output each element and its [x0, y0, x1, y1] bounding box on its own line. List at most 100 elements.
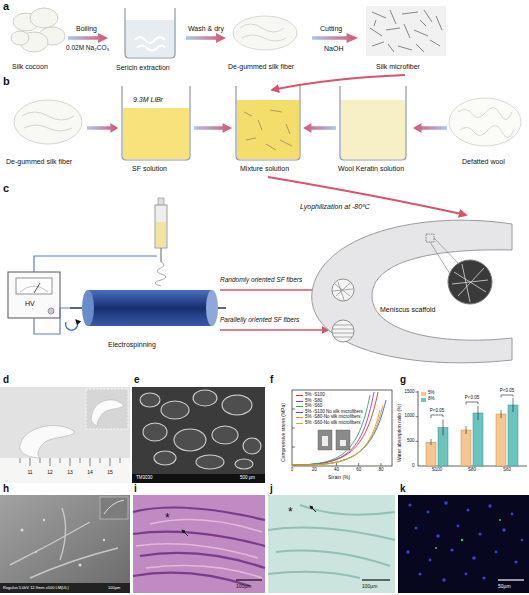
text-label: Wool Keratin solution — [338, 165, 404, 172]
legend-line — [296, 423, 303, 424]
silk-cocoon — [11, 8, 65, 52]
text-label: 50µm — [498, 584, 511, 589]
panel-letter: i — [134, 484, 137, 494]
photo — [0, 387, 130, 483]
panel-letter: g — [400, 375, 406, 385]
text-label: 500 — [407, 439, 415, 444]
text-label: Strain (%) — [328, 475, 350, 480]
legend-line — [296, 417, 303, 418]
panel-letter: h — [3, 484, 9, 494]
text-label: 1000 — [404, 414, 414, 419]
text-label: Boiling — [76, 25, 97, 32]
legend-line — [296, 406, 303, 407]
text-label: HV — [25, 300, 35, 307]
text-label: 20 — [312, 468, 317, 473]
beaker — [122, 86, 406, 160]
text-label: Silk microfiber — [376, 63, 420, 70]
text-label: 0.02M Na₂CO₃ — [66, 45, 109, 52]
text-label: Silk cocoon — [12, 63, 48, 70]
text-label: 1500 — [404, 390, 414, 395]
text-label: De-gummed silk fiber — [228, 63, 294, 70]
text-label: P<0.05 — [430, 409, 444, 414]
panel-letter: b — [3, 76, 10, 87]
defatted-wool — [449, 98, 521, 146]
text-label: NaOH — [324, 45, 343, 52]
sem-image — [132, 387, 265, 483]
text-label: Electrospinning — [108, 341, 156, 348]
legend-swatch — [421, 398, 426, 402]
text-label: S80 — [468, 468, 476, 473]
text-label: 0 — [412, 464, 415, 469]
legend-text: 5% -S100 — [305, 393, 325, 398]
legend-line — [296, 401, 303, 402]
text-label: P<0.05 — [465, 396, 479, 401]
text-label: Water absorption ratio (%) — [397, 404, 402, 462]
legend-line — [296, 412, 303, 413]
panel-letter: f — [270, 375, 273, 385]
beaker — [125, 8, 175, 58]
drum-collector — [70, 290, 226, 326]
text-label: P<0.05 — [500, 389, 514, 394]
legend-text: 5% -S80-No silk microfibers — [305, 415, 361, 420]
text-label: S60 — [503, 468, 511, 473]
legend-text: 5% -S60-No silk microfibers — [305, 421, 361, 426]
text-label: Sericin extraction — [116, 64, 170, 71]
he-stain-image — [133, 495, 265, 593]
process-arrow — [68, 33, 358, 43]
text-label: Lyophilization at -80ºC — [300, 203, 370, 210]
rotation-arrow — [66, 320, 78, 330]
text-label: SF solution — [132, 165, 167, 172]
text-label: 40 — [334, 468, 339, 473]
silk-microfiber — [366, 6, 446, 56]
panel-letter: c — [3, 183, 9, 194]
panel-letter: e — [134, 375, 140, 385]
text-label: * — [165, 512, 170, 524]
bar-chart — [416, 391, 528, 466]
sem-image — [0, 495, 130, 593]
panel-letter: j — [270, 484, 273, 494]
legend-text: 5% — [428, 391, 435, 396]
silk-fiber — [14, 100, 82, 144]
text-label: De-gummed silk fiber — [6, 158, 72, 165]
text-label: 11 — [27, 470, 32, 475]
legend-text: 8% — [428, 397, 435, 402]
text-label: TM3030 — [136, 476, 153, 481]
text-label: Parallelly oriented SF fibers — [220, 317, 299, 324]
text-label: S100 — [432, 468, 443, 473]
text-label: 15 — [107, 470, 113, 475]
text-label: 13 — [67, 470, 73, 475]
text-label: Regulus 5.0kV 12.9mm x500 LM(UL) — [3, 586, 69, 590]
text-label: * — [288, 506, 293, 518]
text-label: 80 — [378, 468, 383, 473]
flow-arrow — [268, 177, 466, 215]
text-label: Mixture solution — [240, 165, 289, 172]
text-label: 500 µm — [240, 476, 255, 481]
text-label: Meniscus scaffold — [380, 306, 436, 313]
panel-letter: k — [400, 484, 406, 494]
text-label: 14 — [87, 470, 93, 475]
flow-arrow — [272, 75, 405, 90]
text-label: 100µm — [362, 584, 377, 589]
stain-image — [268, 495, 395, 593]
fiber-inset — [332, 234, 492, 342]
text-label: 100µm — [108, 586, 120, 590]
legend-text: 5% -S100 No silk microfibers — [305, 410, 363, 415]
legend-text: 5% -S80 — [305, 399, 322, 404]
meniscus-scaffold — [312, 220, 512, 363]
text-label: 100µm — [236, 584, 251, 589]
syringe — [155, 198, 167, 286]
text-label: 60 — [356, 468, 361, 473]
legend-text: 5% -S60 — [305, 404, 322, 409]
silk-fiber — [233, 16, 297, 50]
legend-line — [296, 395, 303, 396]
text-label: 0 — [291, 468, 294, 473]
text-label: 9.3M LiBr — [133, 96, 163, 103]
panel-letter: a — [3, 1, 9, 12]
hv-supply — [8, 272, 60, 318]
text-label: Wash & dry — [188, 25, 224, 32]
panel-letter: d — [3, 375, 9, 385]
text-label: Cutting — [320, 25, 342, 32]
fluorescence-image — [398, 495, 529, 593]
